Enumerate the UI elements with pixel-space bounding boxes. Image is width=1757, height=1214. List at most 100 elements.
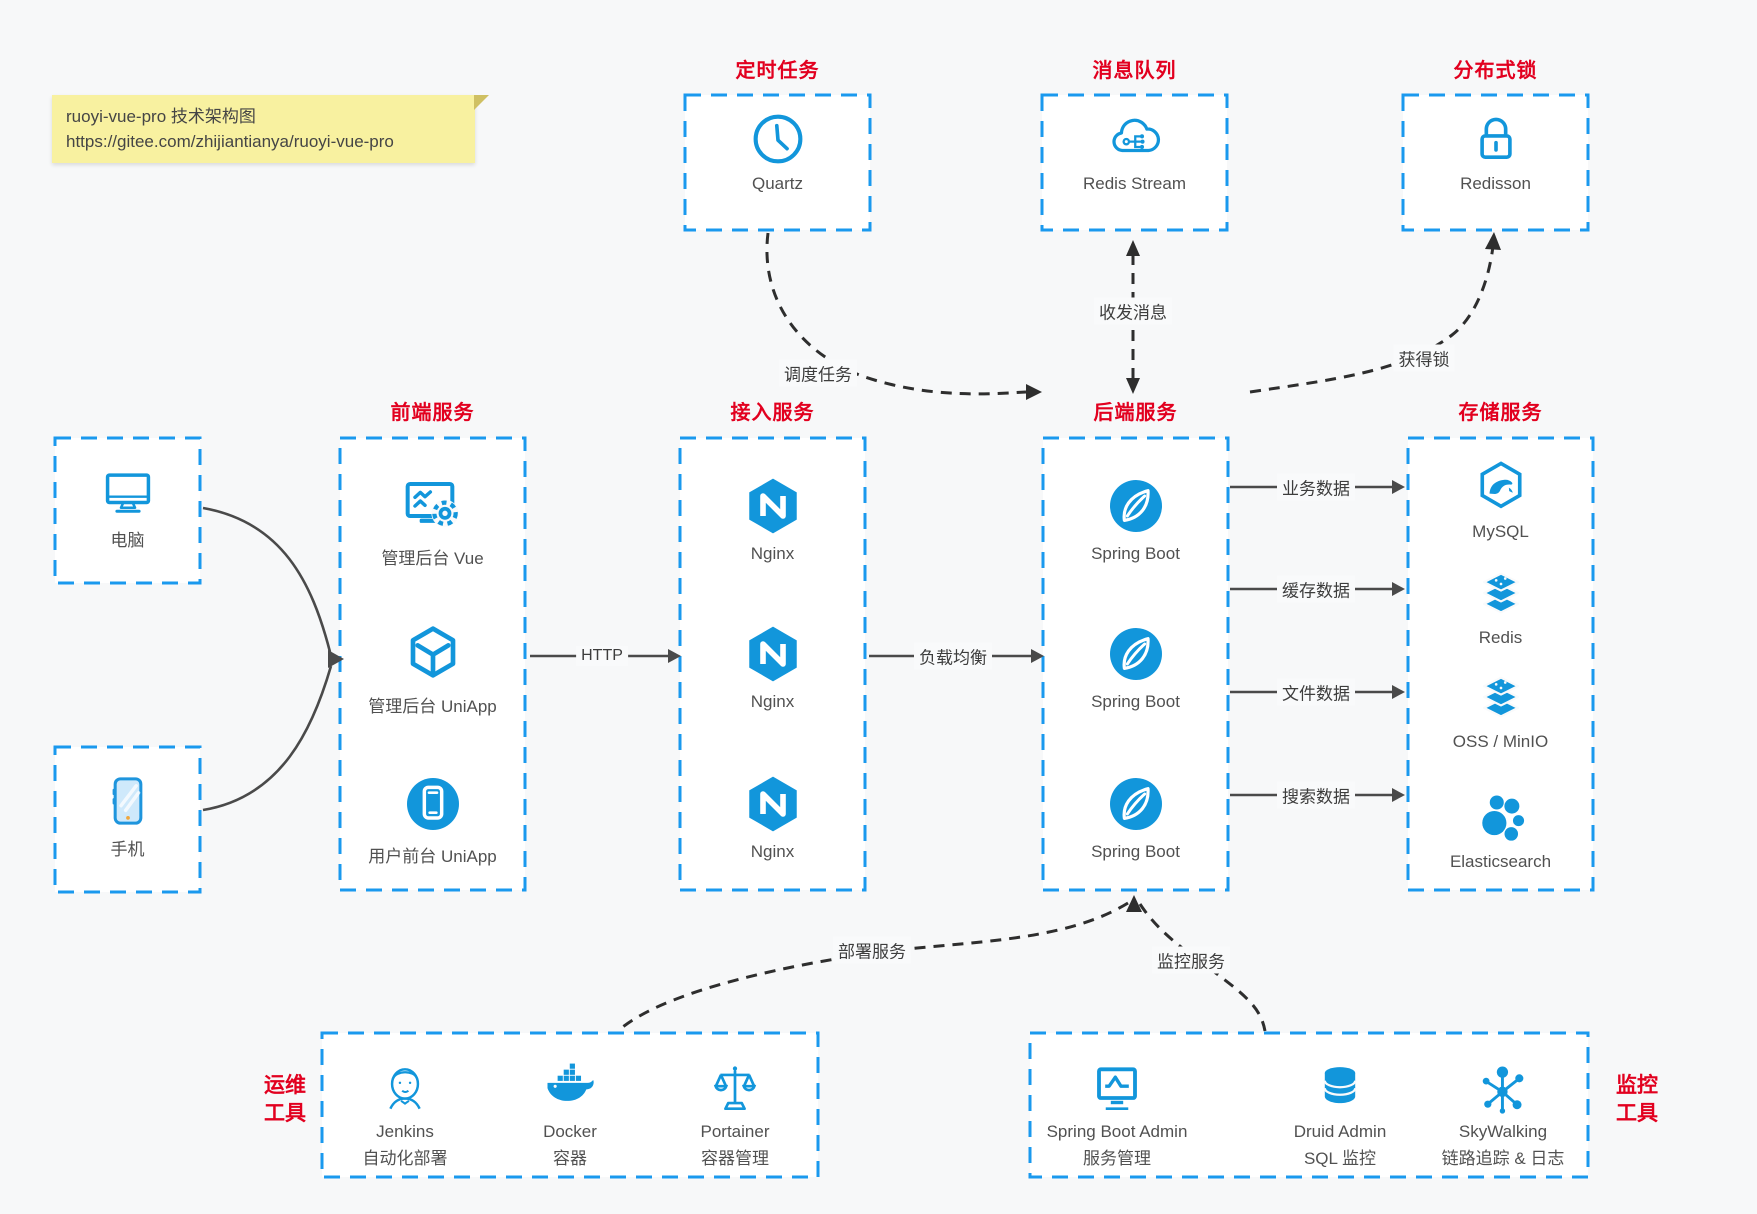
node-label: Quartz — [751, 174, 804, 193]
scales-icon — [713, 1066, 757, 1111]
solid-arrowheads — [328, 480, 1405, 802]
node-label: Docker — [543, 1122, 597, 1141]
box-ops-tools — [320, 1031, 820, 1179]
node-oss-minio: OSS / MinIO — [1408, 668, 1593, 752]
node-desc: SQL 监控 — [1303, 1149, 1377, 1168]
lock-icon — [1479, 117, 1512, 159]
node-portainer: Portainer 容器管理 — [645, 1062, 825, 1169]
node-spring-boot-admin: Spring Boot Admin 服务管理 — [1022, 1062, 1212, 1169]
spring-boot-icon — [1109, 480, 1162, 532]
title-frontend: 前端服务 — [390, 402, 475, 424]
node-elasticsearch: Elasticsearch — [1408, 788, 1593, 872]
node-label: Druid Admin — [1293, 1122, 1387, 1141]
arrow-schedule — [765, 232, 1027, 396]
title-backend: 后端服务 — [1093, 402, 1178, 424]
node-redisson: Redisson — [1403, 110, 1588, 194]
box-monitor-tools — [1028, 1031, 1590, 1179]
note-fold — [474, 95, 489, 110]
node-desc: 自动化部署 — [362, 1149, 448, 1168]
docker-icon — [547, 1063, 594, 1101]
node-label: Nginx — [750, 544, 795, 563]
nginx-icon — [748, 626, 797, 682]
nginx-icon — [748, 478, 797, 534]
storage-stack-icon — [1482, 676, 1519, 718]
node-springboot-2: Spring Boot — [1043, 622, 1228, 712]
nginx-icon — [748, 776, 797, 832]
node-label: Spring Boot Admin — [1046, 1122, 1188, 1141]
note-title: ruoyi-vue-pro 技术架构图 — [66, 107, 256, 126]
node-phone: 手机 — [55, 773, 200, 860]
edge-label-business: 业务数据 — [1277, 473, 1355, 501]
admin-monitor-gear-icon — [405, 482, 459, 527]
node-docker: Docker 容器 — [480, 1062, 660, 1169]
clock-icon — [753, 114, 802, 164]
spring-boot-icon — [1109, 778, 1162, 830]
arrow-lock — [1249, 245, 1495, 394]
ops-tools-side-label: 运维 工具 — [264, 1074, 306, 1125]
node-springboot-1: Spring Boot — [1043, 474, 1228, 564]
title-distributed-lock: 分布式锁 — [1453, 60, 1538, 82]
edge-label-load-balance: 负载均衡 — [914, 642, 992, 670]
note-url: https://gitee.com/zhijiantianya/ruoyi-vu… — [66, 132, 394, 151]
edge-label-cache: 缓存数据 — [1277, 575, 1355, 603]
redis-stack-icon — [1482, 572, 1519, 614]
node-label: SkyWalking — [1458, 1122, 1548, 1141]
edge-label-message: 收发消息 — [1094, 297, 1172, 325]
dashed-arrowheads — [1026, 232, 1501, 912]
node-redis-stream: Redis Stream — [1042, 110, 1227, 194]
node-nginx-1: Nginx — [680, 474, 865, 564]
mysql-icon — [1479, 461, 1522, 509]
desktop-icon — [105, 473, 150, 513]
node-label: 手机 — [110, 840, 145, 859]
node-label: Spring Boot — [1091, 692, 1180, 711]
node-label: OSS / MinIO — [1452, 732, 1549, 751]
node-nginx-3: Nginx — [680, 772, 865, 862]
title-scheduled-jobs: 定时任务 — [735, 60, 820, 82]
node-mysql: MySQL — [1408, 458, 1593, 542]
node-desc: 容器管理 — [701, 1149, 769, 1168]
phone-icon — [112, 777, 142, 825]
spring-boot-icon — [1109, 628, 1162, 680]
edge-label-schedule: 调度任务 — [779, 359, 857, 387]
jenkins-icon — [389, 1068, 421, 1110]
node-label: 管理后台 Vue — [381, 549, 484, 568]
database-icon — [1323, 1067, 1357, 1104]
node-druid-admin: Druid Admin SQL 监控 — [1245, 1062, 1435, 1169]
node-label: Spring Boot — [1091, 544, 1180, 563]
box-redisson — [1401, 93, 1590, 232]
node-label: 管理后台 UniApp — [368, 697, 497, 716]
node-skywalking: SkyWalking 链路追踪 & 日志 — [1408, 1062, 1598, 1169]
sticky-note: ruoyi-vue-pro 技术架构图 https://gitee.com/zh… — [52, 95, 489, 163]
title-storage: 存储服务 — [1458, 402, 1543, 424]
topology-icon — [1482, 1066, 1524, 1114]
node-admin-vue: 管理后台 Vue — [340, 474, 525, 569]
arrow-phone-to-frontend — [202, 665, 333, 812]
arrow-pc-to-frontend — [202, 506, 332, 653]
edge-label-file: 文件数据 — [1277, 678, 1355, 706]
node-label: MySQL — [1472, 522, 1529, 541]
node-jenkins: Jenkins 自动化部署 — [315, 1062, 495, 1169]
monitor-chart-icon — [1097, 1067, 1137, 1111]
elasticsearch-icon — [1481, 795, 1524, 841]
node-desc: 服务管理 — [1083, 1149, 1151, 1168]
cloud-mq-icon — [1111, 118, 1160, 153]
edge-label-http: HTTP — [576, 646, 628, 666]
node-label: Elasticsearch — [1449, 852, 1552, 871]
node-desc: 容器 — [553, 1149, 587, 1168]
node-label: Jenkins — [376, 1122, 434, 1141]
node-label: Redis Stream — [1083, 174, 1186, 193]
edge-label-deploy: 部署服务 — [833, 936, 911, 964]
node-desc: 链路追踪 & 日志 — [1441, 1149, 1565, 1168]
node-admin-uniapp: 管理后台 UniApp — [340, 622, 525, 717]
node-label: Redisson — [1460, 174, 1531, 193]
arrow-deploy — [616, 901, 1129, 1033]
node-redis: Redis — [1408, 564, 1593, 648]
node-label: 用户前台 UniApp — [368, 847, 497, 866]
node-label: Portainer — [700, 1122, 770, 1141]
node-label: Spring Boot — [1091, 842, 1180, 861]
node-pc: 电脑 — [55, 464, 200, 551]
edge-label-monitor: 监控服务 — [1152, 946, 1230, 974]
node-quartz: Quartz — [685, 110, 870, 194]
node-nginx-2: Nginx — [680, 622, 865, 712]
